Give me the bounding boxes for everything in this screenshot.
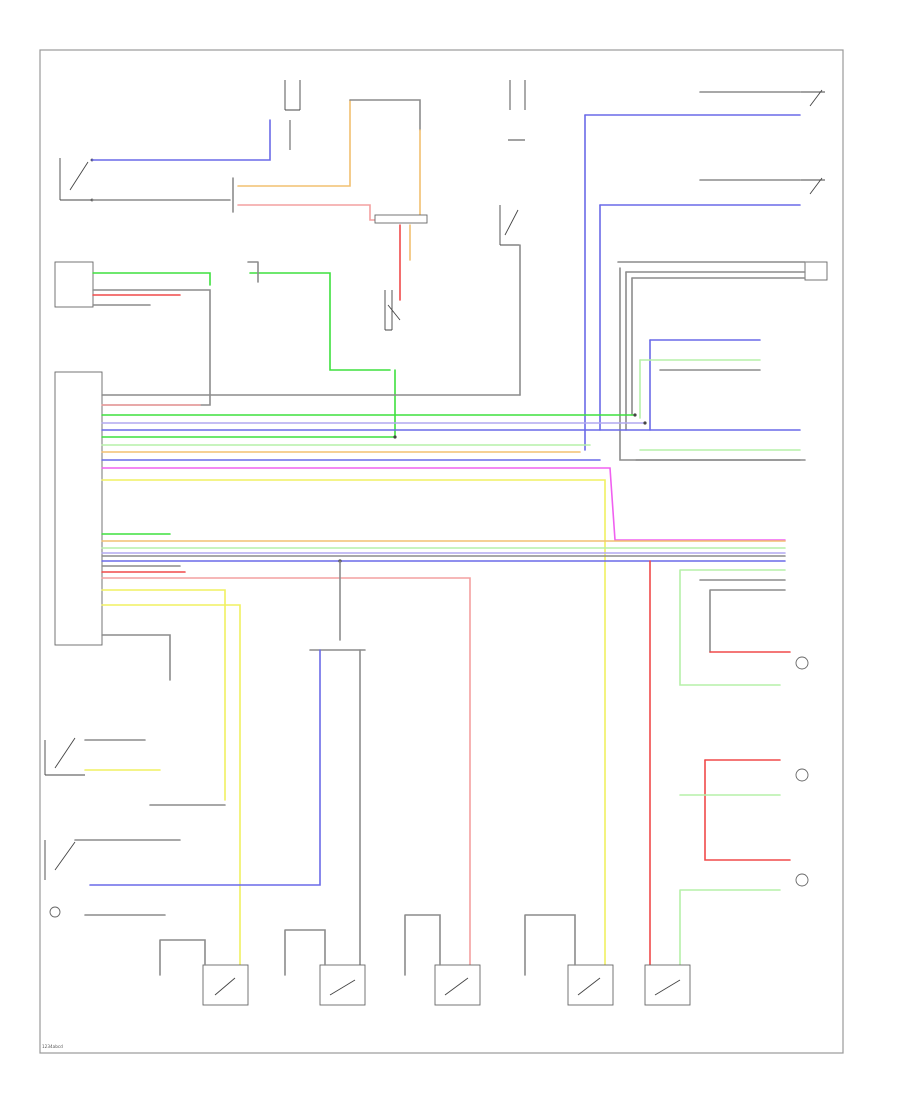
- top-left-switch: [59, 158, 94, 202]
- main-control-module: [54, 371, 103, 646]
- left-switch-2: [44, 737, 85, 776]
- bottom-switch-3: [434, 964, 481, 1006]
- bottom-switch-2: [319, 964, 366, 1006]
- left-switch-3: [44, 840, 76, 880]
- fuse-group-1: [284, 80, 301, 150]
- right-connector: [804, 261, 828, 281]
- lamp-1: [795, 656, 809, 670]
- bottom-switch-4: [567, 964, 614, 1006]
- bottom-switch-1: [202, 964, 249, 1006]
- diagram-border: [39, 49, 844, 1054]
- top-right-switch-1: [800, 89, 825, 107]
- connector-block-top: [374, 214, 428, 224]
- top-right-switch-2: [800, 177, 825, 195]
- center-switch: [384, 290, 401, 331]
- figure-code: 1234abcd: [42, 1044, 63, 1049]
- bottom-switch-5: [644, 964, 691, 1006]
- lamp-2: [795, 768, 809, 782]
- fuse-group-2: [499, 80, 526, 246]
- ground-left: [49, 906, 61, 918]
- lamp-3: [795, 873, 809, 887]
- left-module: [54, 261, 94, 308]
